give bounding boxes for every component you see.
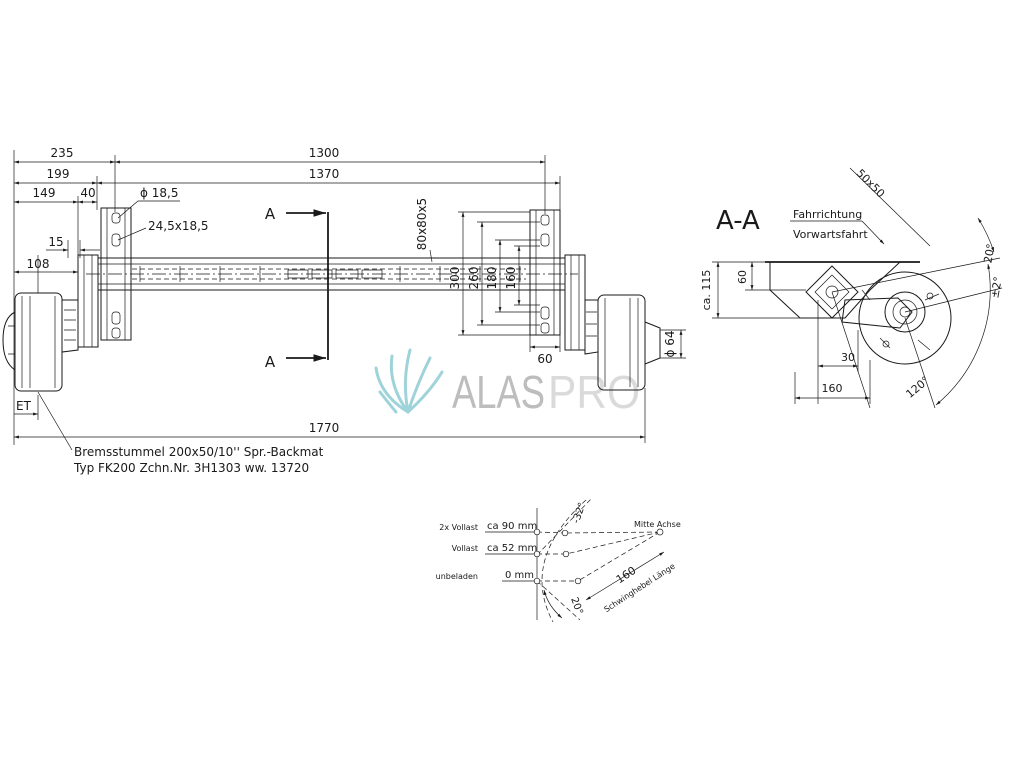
direction-value: Vorwartsfahrt [793,228,868,241]
load-point [562,550,570,558]
watermark-brand-b: PRO [548,366,640,418]
limit-lines [536,497,593,621]
direction-arrow-icon [861,220,885,245]
hub-outer [884,291,926,333]
load-diagram: 2x Vollast Vollast unbeladen ca 90 mm ca… [436,497,681,623]
tube-leader [849,167,931,247]
dim-60-section-label: 60 [736,270,749,284]
note-line-2: Typ FK200 Zchn.Nr. 3H1303 ww. 13720 [73,461,309,475]
section-square-tube [805,265,859,319]
dim-149-label: 149 [33,186,56,200]
dim-199-label: 199 [47,167,70,181]
load-point [574,577,582,585]
right-hub-assembly [564,254,661,391]
dim-1770-label: 1770 [309,421,340,435]
dim-et-label: ET [16,399,32,413]
left-bracket [100,207,132,341]
load-point [533,577,541,585]
dim-160-label: 160 [504,267,518,290]
load-row-label: Vollast [452,544,478,553]
left-hub-cap [2,311,16,371]
axle-center-point [656,528,664,536]
right-hub-cap [644,321,661,365]
load-row-value: ca 52 mm [487,543,537,554]
leaf-icon [374,348,444,414]
arm-length-line [585,551,665,601]
watermark-logo: ALAS PRO [374,348,640,418]
dim-260-label: 260 [467,267,481,290]
dim-235-label: 235 [51,146,74,160]
load-point [533,550,541,558]
height-label: ca. 115 [700,270,713,311]
section-bracket [769,261,901,319]
dim-160-section-label: 160 [822,382,843,395]
dim-1370-label: 1370 [309,167,340,181]
slot-size-label: 24,5x18,5 [148,219,209,233]
note-leader [37,391,73,451]
section-view: A-A Fahrrichtung Vorwartsfahrt 50x50 20°… [700,167,1005,409]
swing-angle-label: 120° [903,374,932,401]
up-angle-label: -32° [571,501,589,525]
load-point [561,529,569,537]
load-row-label: unbeladen [436,572,478,581]
section-mark-bottom: A [265,353,276,371]
arm-length-value: 160 [614,564,639,586]
load-level-lines [485,531,537,582]
dim-40-label: 40 [80,186,95,200]
direction-label: Fahrrichtung [793,208,862,221]
profile-leader [429,249,433,263]
section-title: A-A [716,206,760,236]
note-line-1: Bremsstummel 200x50/10'' Spr.-Backmat [74,445,324,459]
axle-center-label: Mitte Achse [634,520,681,529]
slot-leader [117,227,147,241]
down-angle-label: 20° [568,596,584,616]
hub-diameter-label: ϕ 64 [663,331,677,358]
main-view: 235 1300 199 1370 149 40 15 108 ET 1770 … [2,146,686,475]
load-point [533,528,541,536]
watermark-brand-a: ALAS [452,366,545,418]
lever-positions [536,531,661,582]
section-extension-lines [712,261,806,319]
load-row-value: 0 mm [505,570,534,581]
right-bracket [529,209,561,336]
up-angle-label: 20° [981,243,997,264]
dim-15-label: 15 [48,235,63,249]
dim-300-label: 300 [448,267,462,290]
axle-tube [86,257,578,291]
up-angle-arc [977,217,995,253]
left-brake-drum [14,292,63,392]
load-row-value: ca 90 mm [487,521,537,532]
section-bottom-extension-lines [794,300,871,404]
tolerance-angle-label: ±2° [988,276,1005,300]
dim-1300-label: 1300 [309,146,340,160]
left-hub-assembly [2,254,99,392]
swing-angle-arc [935,263,991,406]
load-row-label: 2x Vollast [439,523,478,532]
down-angle-arc [543,589,563,619]
hole-leader [117,200,180,219]
dim-30-label: 30 [841,351,855,364]
bracket-extension-lines [458,211,561,352]
dim-60-label: 60 [537,352,552,366]
dim-180-label: 180 [485,267,499,290]
profile-size-label: 80x80x5 [415,198,429,250]
right-brake-drum [597,294,646,391]
section-mark-top: A [265,205,276,223]
hole-diameter-label: ϕ 18,5 [140,186,178,200]
tube-size-label: 50x50 [854,167,888,201]
arm-length-label: Schwinghebel Länge [603,562,677,615]
